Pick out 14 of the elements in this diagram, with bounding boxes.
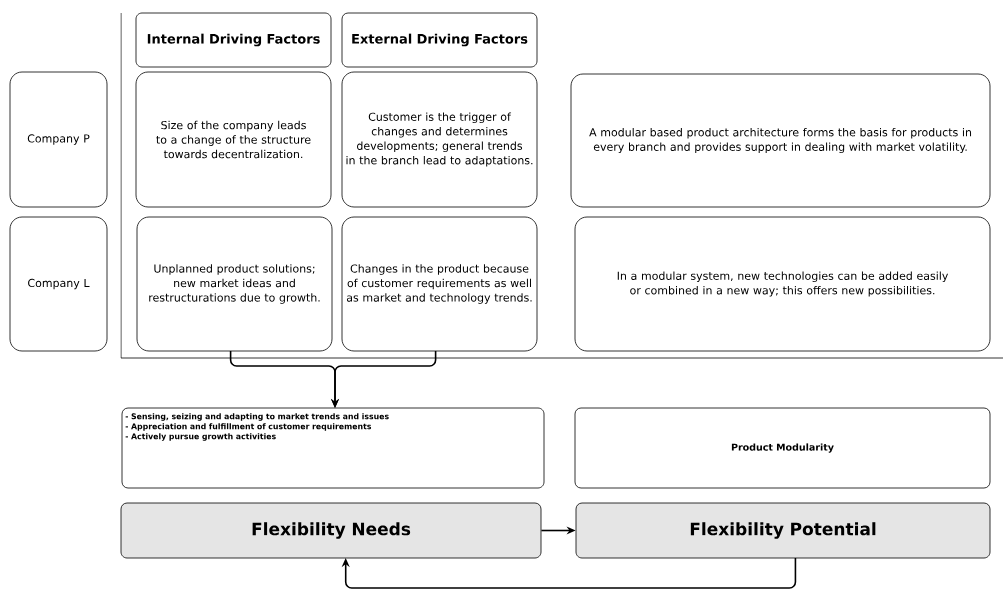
text-box: Product Modularity — [574, 407, 991, 489]
text-box: Customer is the trigger of changes and determines developments; general trends in the branch lead to adaptations. — [341, 71, 538, 208]
concept-box: Flexibility Potential — [575, 502, 991, 559]
text-box: Changes in the product because of customer requirements as well as market and technology trends. — [341, 216, 538, 352]
text-box: Unplanned product solutions; new market ideas and restructurations due to growth. — [136, 216, 333, 352]
column-header: External Driving Factors — [341, 12, 538, 68]
text-box: Size of the company leads to a change of the structure towards decentralization. — [135, 71, 332, 208]
concept-box: Flexibility Needs — [120, 502, 542, 559]
text-box: A modular based product architecture forms the basis for products in every branch and provides support in dealing with market volatility. — [570, 73, 991, 208]
row-label-box: Company L — [9, 216, 108, 352]
arrow — [341, 557, 797, 589]
text-box: In a modular system, new technologies can be added easily or combined in a new way; this offers new possibilities. — [574, 216, 991, 352]
row-label-box: Company P — [9, 71, 108, 208]
column-header: Internal Driving Factors — [135, 12, 332, 68]
